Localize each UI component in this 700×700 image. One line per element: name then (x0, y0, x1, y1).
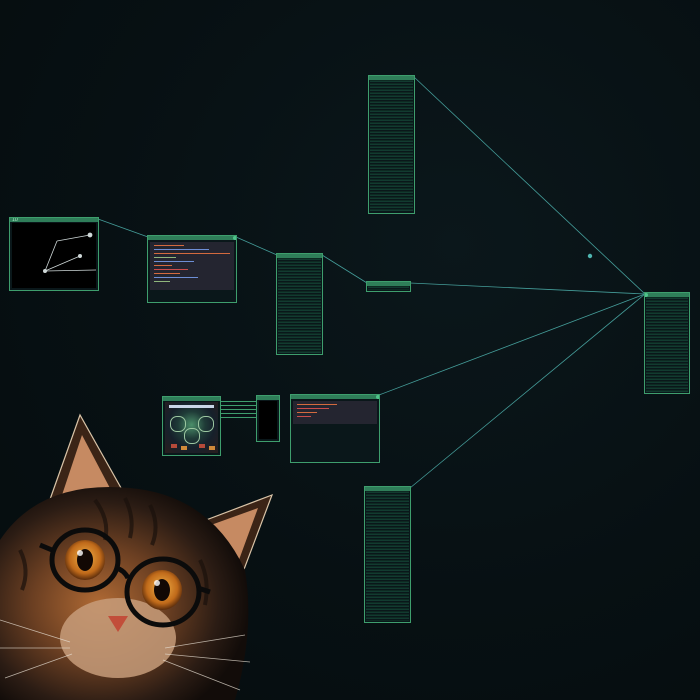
link-midpoint-dot (587, 253, 593, 259)
text-icon[interactable] (293, 401, 377, 424)
node-header[interactable] (277, 254, 322, 258)
viewer-node-title: ID (12, 217, 19, 223)
output-port[interactable] (376, 395, 379, 399)
text-editor-node[interactable] (290, 394, 380, 463)
reroute-node[interactable] (366, 281, 411, 292)
table-icon (646, 297, 688, 392)
cat-with-glasses-icon (0, 413, 274, 700)
input-port[interactable] (645, 293, 648, 297)
scatter-preview-icon (42, 232, 97, 274)
game-preview-icon (165, 402, 218, 453)
game-preview-node[interactable] (162, 396, 221, 456)
code-editor-node[interactable] (147, 235, 237, 303)
node-header[interactable] (291, 395, 379, 399)
viewer-node[interactable]: ID (9, 217, 99, 291)
table-node-bottom[interactable] (364, 486, 411, 623)
node-header[interactable] (10, 218, 98, 222)
link-viewer-code (97, 218, 149, 238)
table-icon (278, 258, 321, 353)
node-header[interactable] (365, 487, 410, 491)
viewer-preview (12, 223, 97, 288)
reroute-icon (368, 286, 409, 290)
table-icon (366, 491, 409, 621)
table-node-top[interactable] (368, 75, 415, 214)
node-header[interactable] (257, 396, 279, 400)
node-header[interactable] (645, 293, 689, 297)
table-node-right[interactable] (644, 292, 690, 394)
link-reroute-right (409, 282, 646, 295)
node-header[interactable] (148, 236, 236, 240)
node-header[interactable] (369, 76, 414, 80)
link-code-table (235, 236, 278, 256)
link-top-right (413, 76, 646, 295)
link-text-right (378, 293, 646, 396)
phone-icon (259, 401, 277, 439)
link-table-reroute (321, 254, 368, 284)
table-node-a[interactable] (276, 253, 323, 355)
output-port[interactable] (233, 236, 236, 240)
node-header[interactable] (367, 282, 410, 286)
code-icon[interactable] (150, 242, 234, 290)
phone-frame-node[interactable] (256, 395, 280, 442)
table-icon (370, 80, 413, 212)
node-header[interactable] (163, 397, 220, 401)
link-bottom-right (409, 293, 646, 489)
connection-bundle (221, 398, 256, 418)
